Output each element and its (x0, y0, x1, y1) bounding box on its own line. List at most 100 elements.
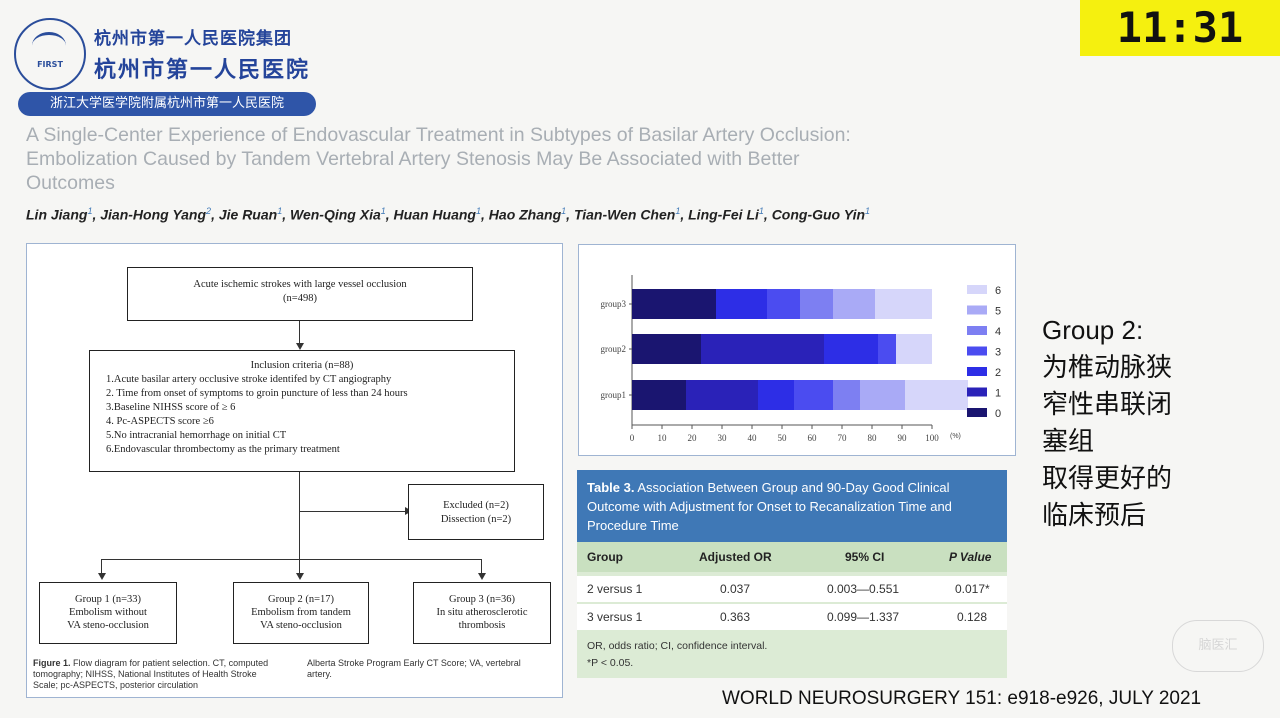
flow-box-inclusion: Inclusion criteria (n=88) 1.Acute basila… (89, 350, 515, 472)
hospital-logo: FIRST (14, 18, 86, 90)
logo-text: FIRST (37, 60, 63, 69)
bar-segment (800, 289, 833, 319)
author-affiliation-mark: 2 (206, 206, 212, 216)
legend-label: 1 (995, 388, 1001, 400)
x-tick-label: 70 (838, 433, 848, 443)
inclusion-item: 3.Baseline NIHSS score of ≥ 6 (106, 402, 236, 413)
row1-p: 0.017* (955, 582, 990, 596)
col-p-value: P Value (949, 550, 992, 564)
journal-citation: WORLD NEUROSURGERY 151: e918-e926, JULY … (722, 688, 1202, 709)
countdown-timer: 11:31 (1080, 0, 1280, 56)
side-note-line5: 取得更好的 (1042, 463, 1173, 493)
legend-swatch (967, 408, 987, 417)
x-tick-label: 80 (868, 433, 878, 443)
side-note-line2: 为椎动脉狭 (1042, 352, 1173, 382)
author-name: Hao Zhang (488, 206, 562, 223)
author-name: Wen-Qing Xia (290, 206, 381, 223)
inclusion-item: 1.Acute basilar artery occlusive stroke … (106, 374, 392, 385)
legend-swatch (967, 285, 987, 294)
group2-line1: Group 2 (n=17) (268, 594, 334, 605)
group3-line1: Group 3 (n=36) (449, 594, 515, 605)
y-tick-label: group3 (601, 299, 627, 309)
inclusion-title: Inclusion criteria (n=88) (250, 360, 354, 371)
flow-box-total-line1: Acute ischemic strokes with large vessel… (193, 279, 407, 290)
flow-box-group2: Group 2 (n=17) Embolism from tandem VA s… (233, 582, 369, 644)
bar-segment (860, 380, 905, 410)
col-group: Group (587, 550, 623, 564)
author-list: Lin Jiang1, Jian-Hong Yang2, Jie Ruan1, … (26, 206, 871, 223)
author-name: Jian-Hong Yang (100, 206, 207, 223)
bar-segment (833, 380, 860, 410)
row2-group: 3 versus 1 (587, 610, 643, 624)
bar-segment (716, 289, 767, 319)
group2-line3: VA steno-occlusion (260, 620, 342, 631)
inclusion-item: 6.Endovascular thrombectomy as the prima… (106, 444, 340, 455)
legend-label: 5 (995, 306, 1001, 318)
side-note-line3: 窄性串联闭 (1042, 389, 1173, 419)
inclusion-list: 1.Acute basilar artery occlusive stroke … (106, 373, 514, 457)
legend-label: 4 (995, 326, 1001, 338)
x-tick-label: 40 (748, 433, 758, 443)
col-adjusted-or: Adjusted OR (699, 550, 772, 564)
side-note-line4: 塞组 (1042, 426, 1095, 456)
author-affiliation-mark: 1 (675, 206, 681, 216)
side-note: Group 2: 为椎动脉狭 窄性串联闭 塞组 取得更好的 临床预后 (1042, 312, 1172, 534)
legend-swatch (967, 326, 987, 335)
bar-segment (875, 289, 932, 319)
group2-line2: Embolism from tandem (251, 607, 351, 618)
y-tick-label: group2 (601, 344, 627, 354)
author-affiliation-mark: 1 (380, 206, 386, 216)
x-tick-label: 90 (898, 433, 908, 443)
group1-line1: Group 1 (n=33) (75, 594, 141, 605)
x-tick-label: 50 (778, 433, 788, 443)
x-tick-label: 30 (718, 433, 728, 443)
figure-label: Figure 1. (33, 658, 71, 668)
author-name: Cong-Guo Yin (771, 206, 866, 223)
table-row: 2 versus 1 0.037 0.003—0.551 0.017* (577, 576, 1007, 602)
author-name: Ling-Fei Li (688, 206, 759, 223)
row2-p: 0.128 (957, 610, 988, 624)
flow-box-group3: Group 3 (n=36) In situ atherosclerotic t… (413, 582, 551, 644)
bar-segment (632, 334, 701, 364)
group3-line2: In situ atherosclerotic (436, 607, 528, 618)
bar-segment (767, 289, 800, 319)
bar-segment (686, 380, 758, 410)
excluded-line2: Dissection (n=2) (440, 514, 512, 525)
row2-ci: 0.099—1.337 (827, 610, 900, 624)
group3-line3: thrombosis (458, 620, 506, 631)
affiliation-banner: 浙江大学医学院附属杭州市第一人民医院 (18, 92, 316, 116)
author-affiliation-mark: 1 (87, 206, 93, 216)
side-note-line1: Group 2: (1042, 315, 1144, 345)
author-affiliation-mark: 1 (476, 206, 482, 216)
legend-label: 2 (995, 367, 1001, 379)
paper-title: A Single-Center Experience of Endovascul… (26, 124, 851, 194)
bar-segment (824, 334, 878, 364)
x-tick-label: 10 (658, 433, 668, 443)
legend-swatch (967, 367, 987, 376)
figure-caption-left: Figure 1. Flow diagram for patient selec… (33, 658, 283, 691)
table-3-title: Association Between Group and 90-Day Goo… (587, 480, 952, 533)
table-3-footnotes: OR, odds ratio; CI, confidence interval.… (587, 638, 767, 672)
x-tick-label: 0 (630, 433, 635, 443)
inclusion-item: 5.No intracranial hemorrhage on initial … (106, 430, 287, 441)
row1-or: 0.037 (720, 582, 751, 596)
author-name: Jie Ruan (218, 206, 278, 223)
bar-segment (632, 289, 716, 319)
author-name: Tian-Wen Chen (573, 206, 676, 223)
group1-line3: VA steno-occlusion (67, 620, 149, 631)
flow-box-excluded: Excluded (n=2) Dissection (n=2) (408, 484, 544, 540)
legend-swatch (967, 305, 987, 315)
table-3-footnote-1: OR, odds ratio; CI, confidence interval. (587, 640, 768, 652)
table-3-column-headers: Group Adjusted OR 95% CI P Value (577, 542, 1007, 572)
flow-box-total-line2: (n=498) (283, 293, 317, 304)
row1-ci: 0.003—0.551 (827, 582, 900, 596)
flow-diagram-panel: Acute ischemic strokes with large vessel… (26, 243, 563, 698)
excluded-line1: Excluded (n=2) (443, 500, 509, 511)
legend-swatch (967, 346, 987, 356)
bar-segment (878, 334, 896, 364)
row1-group: 2 versus 1 (587, 582, 643, 596)
legend-label: 3 (995, 347, 1001, 359)
row2-or: 0.363 (720, 610, 751, 624)
